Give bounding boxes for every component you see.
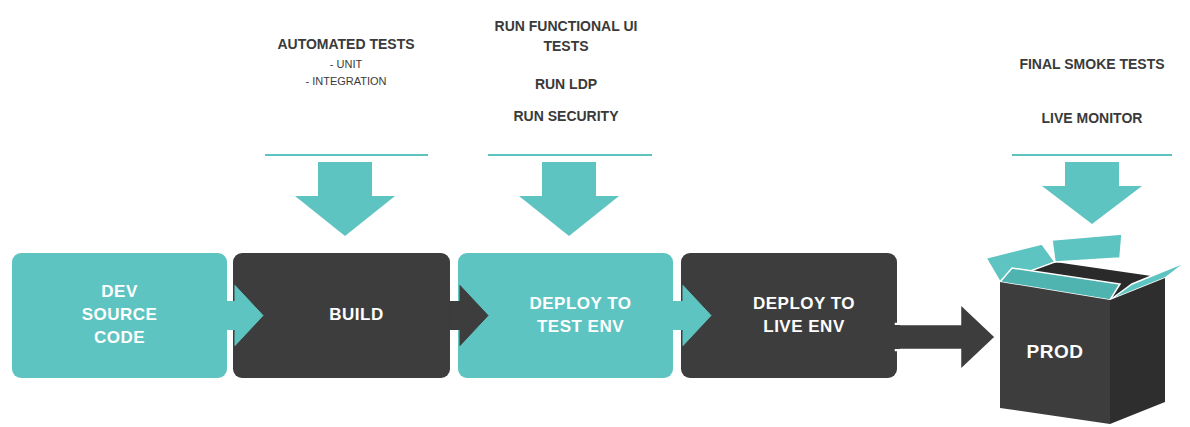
stage-label: DEPLOY TO LIVE ENV <box>749 293 859 339</box>
down-arrow <box>519 162 619 236</box>
stage-box: DEPLOY TO LIVE ENV <box>681 253 897 378</box>
flow-arrow <box>449 286 488 346</box>
stage-fill <box>458 253 673 378</box>
flow-chevron <box>226 286 263 346</box>
flow-joint <box>894 325 900 349</box>
box-flap <box>1052 234 1122 262</box>
stage-fill <box>12 253 227 378</box>
flow-arrow <box>672 286 711 346</box>
down-arrow <box>295 162 395 236</box>
flow-arrow <box>226 286 263 346</box>
flow-chevron <box>672 286 711 346</box>
stage-box: DEV SOURCE CODE <box>12 253 227 378</box>
flow-head <box>896 303 996 371</box>
divider-line <box>488 154 652 156</box>
stage-label: PROD <box>1027 339 1084 365</box>
divider-line <box>265 154 428 156</box>
stage-label: DEPLOY TO TEST ENV <box>526 293 636 339</box>
box-side <box>1110 278 1165 424</box>
box-front <box>1000 282 1110 424</box>
stage-fill <box>233 253 450 378</box>
test-step-label: RUN LDP <box>481 76 651 93</box>
down-arrow <box>1042 162 1142 224</box>
test-step-label: RUN SECURITY <box>481 108 651 125</box>
test-step-label: LIVE MONITOR <box>1007 110 1177 127</box>
flow-arrow <box>894 303 996 371</box>
stage-fill <box>681 253 897 378</box>
stage-label: DEV SOURCE CODE <box>65 281 175 350</box>
test-step-label: - INTEGRATION <box>266 75 426 88</box>
test-step-label: FINAL SMOKE TESTS <box>1007 54 1177 74</box>
stage-label: BUILD <box>329 304 383 327</box>
test-arrows <box>265 154 1172 236</box>
divider-line <box>1012 154 1172 156</box>
test-step-label: - UNIT <box>276 58 416 71</box>
test-step-label: AUTOMATED TESTS <box>256 36 436 53</box>
stage-box: BUILD <box>233 253 450 378</box>
prod-box-illustration <box>986 234 1186 424</box>
stage-box: DEPLOY TO TEST ENV <box>458 253 673 378</box>
test-step-label: RUN FUNCTIONAL UI TESTS <box>481 16 651 57</box>
prod-box: PROD <box>1000 296 1110 408</box>
flow-chevron <box>449 286 488 346</box>
